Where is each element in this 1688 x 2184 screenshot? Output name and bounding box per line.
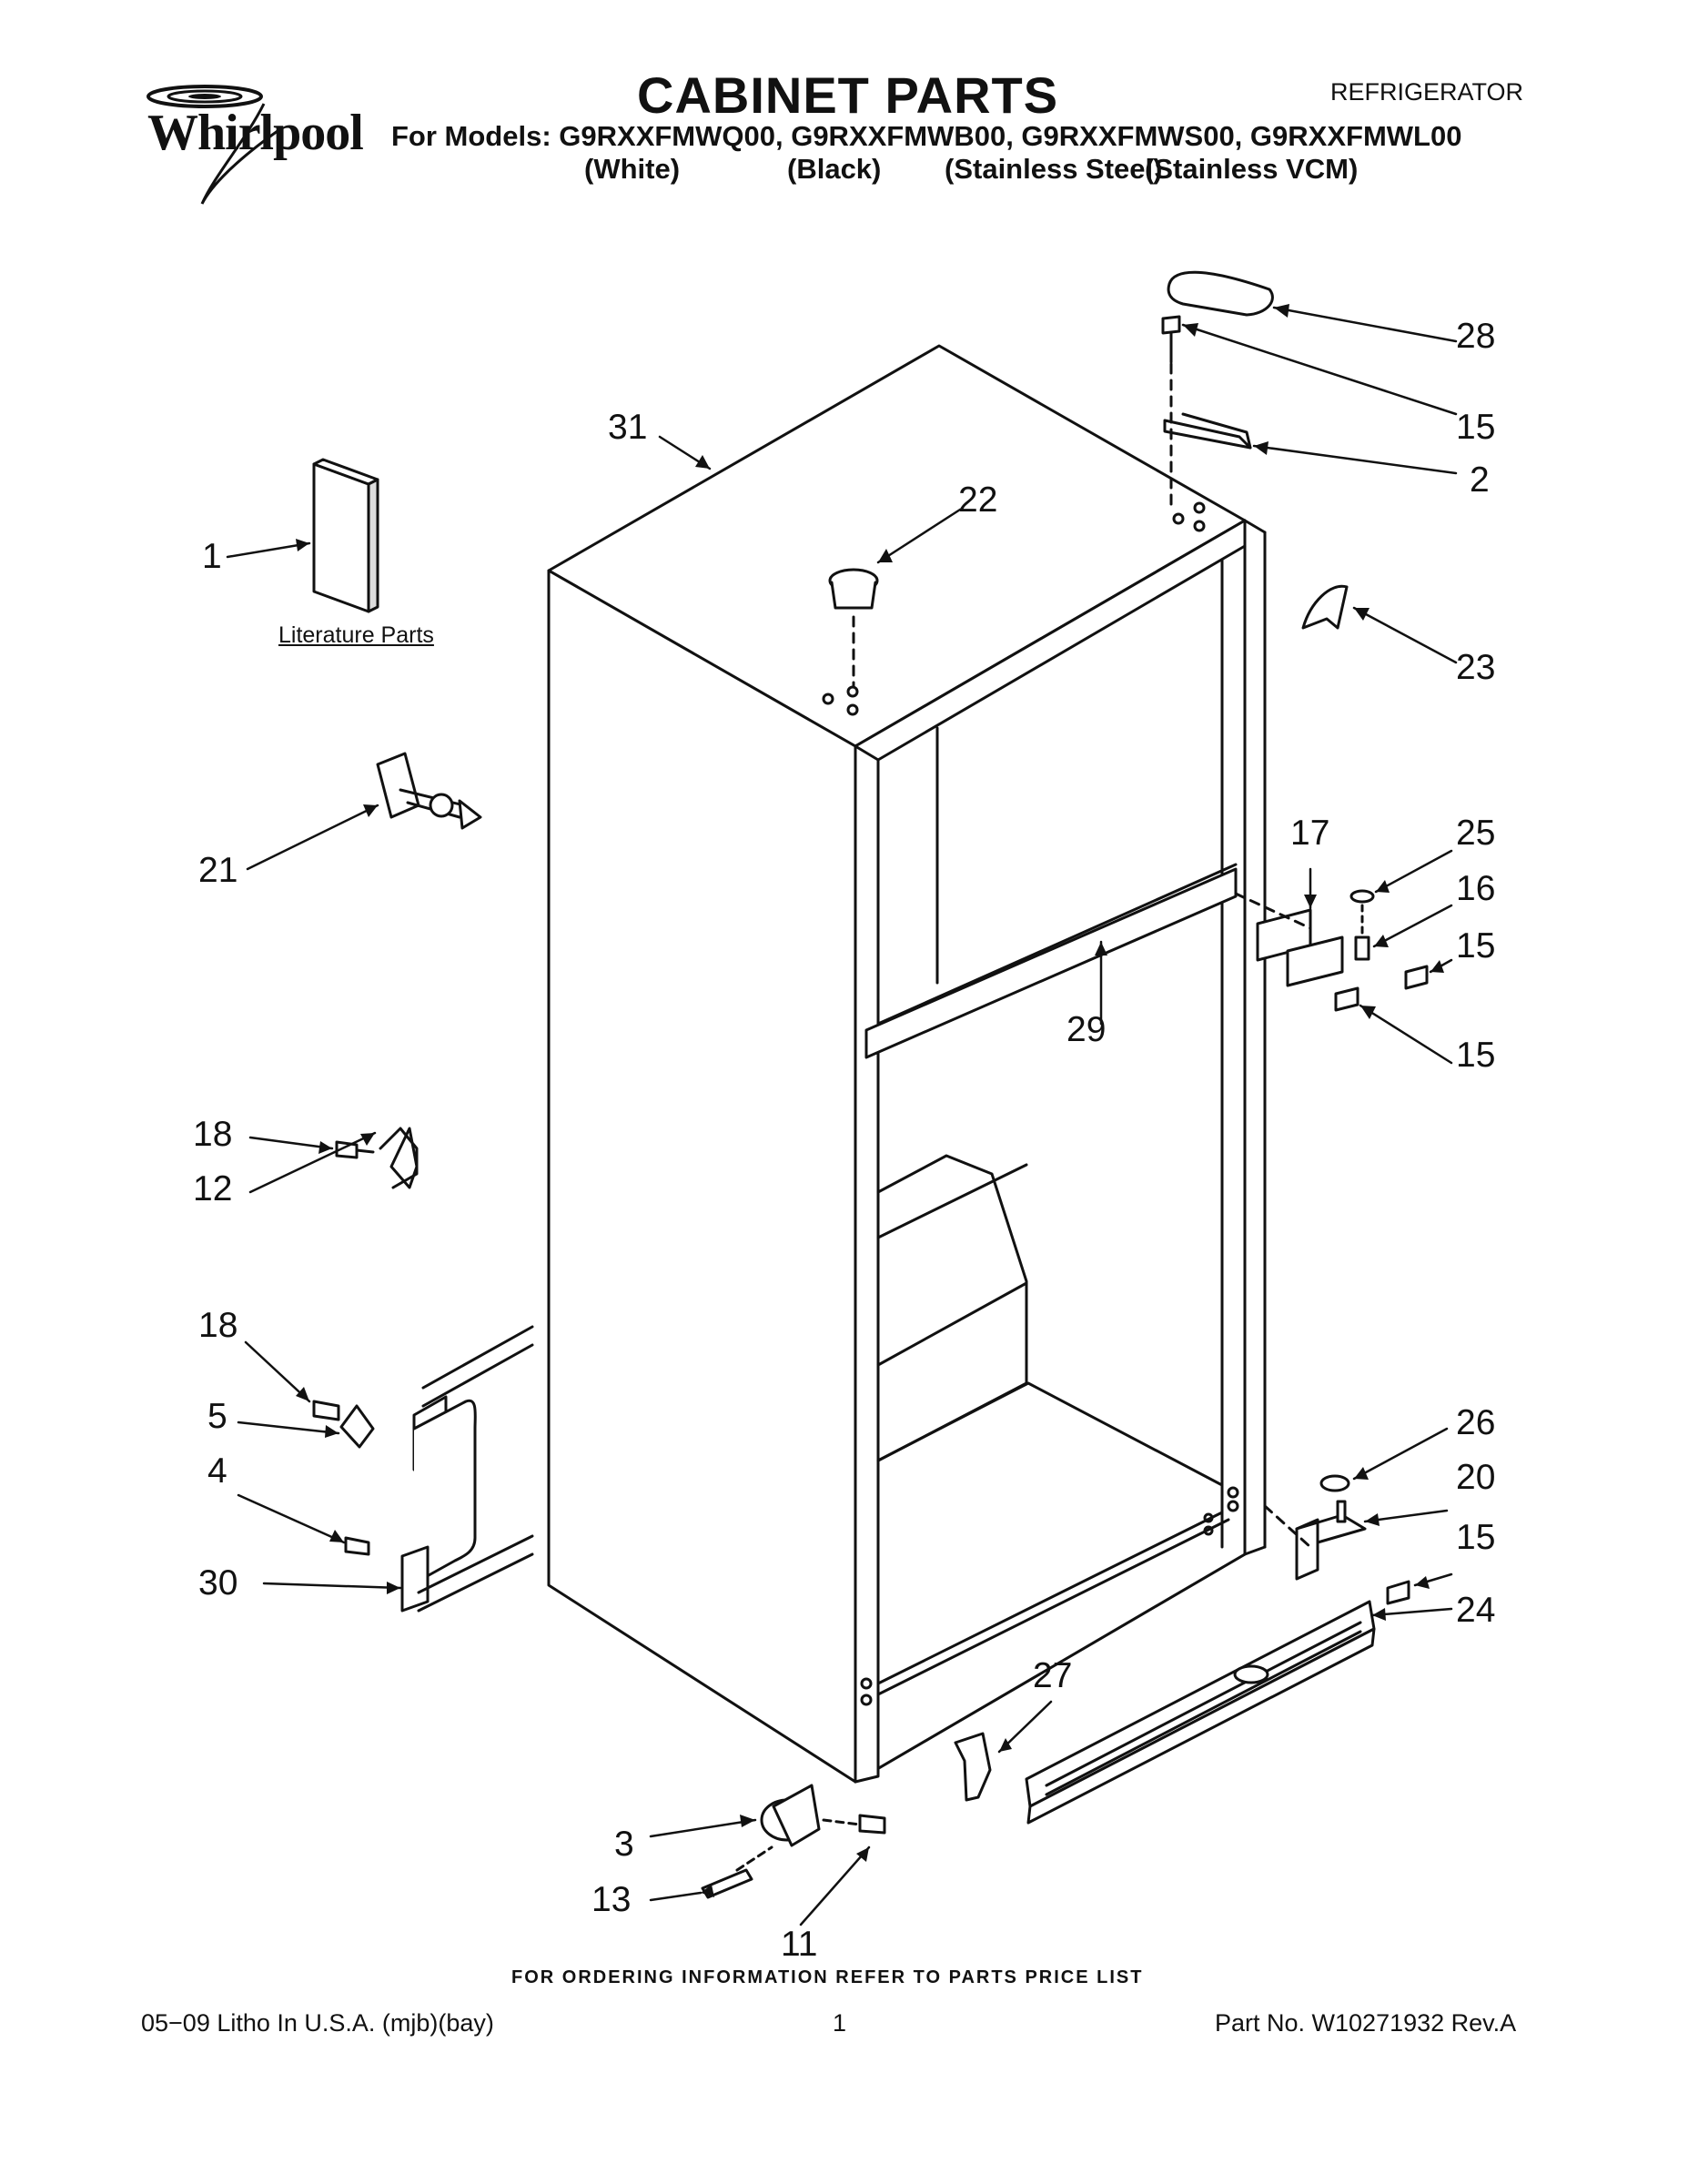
brand-logo: Whirlpool bbox=[127, 76, 391, 213]
page-title: CABINET PARTS bbox=[637, 66, 1059, 124]
callout-15-mid-a: 15 bbox=[1456, 926, 1496, 966]
callout-29: 29 bbox=[1066, 1010, 1107, 1049]
callout-22: 22 bbox=[958, 480, 998, 520]
callout-3: 3 bbox=[614, 1825, 634, 1864]
callout-4: 4 bbox=[207, 1451, 227, 1491]
toe-grille-icon bbox=[1025, 1600, 1376, 1825]
finish-black: (Black) bbox=[787, 153, 882, 185]
finish-stainless-vcm: (Stainless VCM) bbox=[1145, 153, 1359, 185]
callout-1: 1 bbox=[202, 537, 222, 576]
callout-31: 31 bbox=[608, 408, 648, 447]
literature-parts-label: Literature Parts bbox=[278, 622, 434, 648]
callout-18-upper: 18 bbox=[193, 1115, 233, 1154]
callout-11: 11 bbox=[781, 1925, 818, 1964]
bottom-hinge-icon bbox=[1263, 1474, 1410, 1605]
brand-name: Whirlpool bbox=[147, 105, 364, 161]
logo-swoosh-icon bbox=[147, 85, 278, 205]
grille-clip-icon bbox=[954, 1732, 992, 1802]
models-line: For Models: G9RXXFMWQ00, G9RXXFMWB00, G9… bbox=[391, 120, 1462, 152]
callout-27: 27 bbox=[1033, 1656, 1073, 1695]
callout-5: 5 bbox=[207, 1397, 227, 1436]
leader-lines bbox=[226, 306, 1458, 1926]
callout-21: 21 bbox=[198, 851, 238, 890]
callout-20: 20 bbox=[1456, 1458, 1496, 1497]
top-hinge-icon bbox=[1161, 315, 1252, 511]
part-number: Part No. W10271932 Rev.A bbox=[1215, 2009, 1517, 2037]
lower-bracket-icon bbox=[312, 1325, 534, 1613]
callout-12: 12 bbox=[193, 1169, 233, 1208]
callout-23: 23 bbox=[1456, 648, 1496, 687]
hinge-trim-icon bbox=[1301, 584, 1349, 630]
shelf-support-pin-icon bbox=[376, 752, 482, 830]
finish-stainless-steel: (Stainless Steel) bbox=[945, 153, 1163, 185]
callout-13: 13 bbox=[591, 1880, 632, 1919]
page-number: 1 bbox=[833, 2009, 847, 2037]
callout-24: 24 bbox=[1456, 1591, 1496, 1630]
arrowheads bbox=[296, 304, 1444, 1897]
product-category: REFRIGERATOR bbox=[1330, 78, 1524, 106]
callout-2: 2 bbox=[1470, 460, 1490, 500]
callout-15-mid-b: 15 bbox=[1456, 1036, 1496, 1075]
callout-30: 30 bbox=[198, 1563, 238, 1603]
plug-button-icon bbox=[828, 568, 879, 689]
finish-white: (White) bbox=[584, 153, 681, 185]
bracket-icon bbox=[335, 1127, 419, 1189]
cabinet-shell bbox=[547, 344, 1267, 1784]
ordering-note: FOR ORDERING INFORMATION REFER TO PARTS … bbox=[511, 1967, 1144, 1987]
roller-assembly-icon bbox=[701, 1784, 886, 1899]
callout-25: 25 bbox=[1456, 814, 1496, 853]
callout-26: 26 bbox=[1456, 1403, 1496, 1442]
litho-info: 05−09 Litho In U.S.A. (mjb)(bay) bbox=[141, 2009, 494, 2037]
callout-17: 17 bbox=[1290, 814, 1330, 853]
center-hinge-icon bbox=[1234, 889, 1429, 1012]
callout-18-lower: 18 bbox=[198, 1306, 238, 1345]
callout-16: 16 bbox=[1456, 869, 1496, 908]
callout-28: 28 bbox=[1456, 317, 1496, 356]
callout-15-top: 15 bbox=[1456, 408, 1496, 447]
callout-15-bottom: 15 bbox=[1456, 1518, 1496, 1557]
hinge-cover-icon bbox=[1167, 270, 1274, 317]
literature-booklet-icon bbox=[312, 458, 379, 613]
